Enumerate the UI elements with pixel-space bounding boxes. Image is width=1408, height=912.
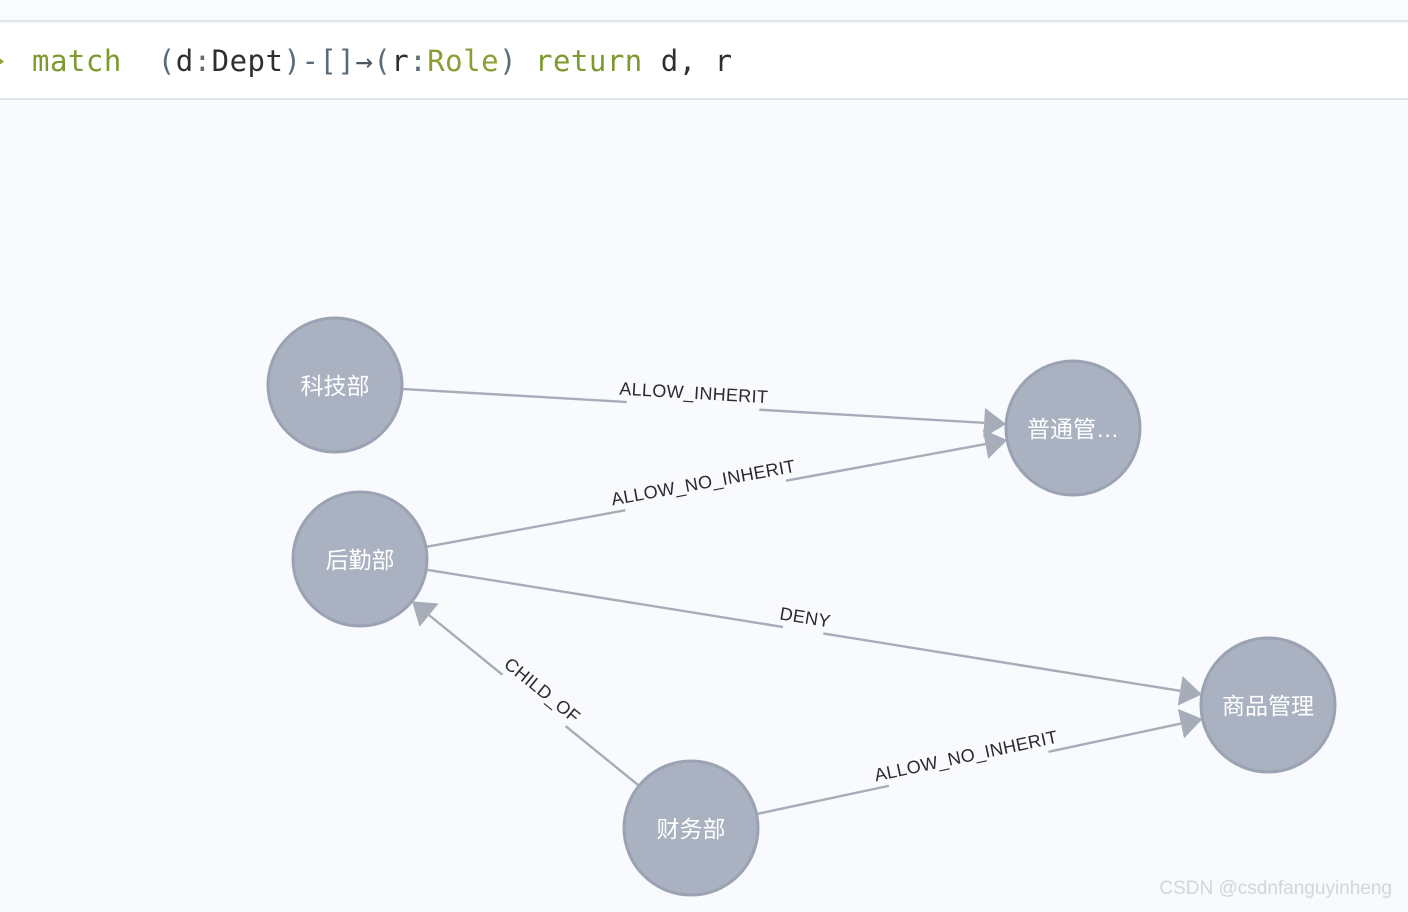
graph-node[interactable]: 科技部 xyxy=(266,316,404,454)
graph-relationship[interactable]: ALLOW_NO_INHERIT xyxy=(756,708,1203,816)
graph-node[interactable]: 商品管理 xyxy=(1199,636,1337,774)
node-circle[interactable] xyxy=(1199,636,1337,774)
watermark: CSDN @csdnfanguyinheng xyxy=(1159,878,1392,899)
node-circle[interactable] xyxy=(291,490,429,628)
query-token-8: → xyxy=(355,43,374,78)
query-token-17: d, r xyxy=(660,43,733,78)
play-arrow-icon[interactable] xyxy=(0,24,14,98)
relationship-label-backdrop xyxy=(622,463,787,515)
query-editor-bar[interactable]: match (d:Dept)-[]→(r:Role) return d, r xyxy=(0,24,1408,100)
relationship-label-backdrop xyxy=(885,734,1050,790)
query-token-10: r xyxy=(391,43,410,78)
query-token-9: ( xyxy=(373,43,392,78)
query-token-0: match xyxy=(32,43,122,78)
relationship-label: CHILD_OF xyxy=(500,654,584,728)
relationship-arrowhead xyxy=(982,429,1008,459)
graph-relationship[interactable]: ALLOW_NO_INHERIT xyxy=(425,429,1008,549)
graph-relationship[interactable]: DENY xyxy=(425,568,1202,706)
relationship-label-backdrop xyxy=(626,384,761,414)
graph-relationship[interactable]: ALLOW_INHERIT xyxy=(401,379,1007,438)
query-input[interactable]: match (d:Dept)-[]→(r:Role) return d, r xyxy=(14,43,733,78)
query-token-4: : xyxy=(193,43,212,78)
query-token-14 xyxy=(517,44,535,78)
node-circle[interactable] xyxy=(622,759,760,897)
graph-node[interactable]: 普通管… xyxy=(1004,359,1142,497)
query-token-1 xyxy=(122,44,158,78)
query-token-15: return xyxy=(535,43,643,78)
query-token-6: ) xyxy=(283,43,302,78)
relationship-arrowhead xyxy=(1177,708,1203,739)
top-strip xyxy=(0,0,1408,22)
query-token-16 xyxy=(643,44,661,78)
node-circle[interactable] xyxy=(1004,359,1142,497)
graph-relationship[interactable]: CHILD_OF xyxy=(411,601,640,787)
query-token-2: ( xyxy=(157,43,176,78)
query-token-12: Role xyxy=(427,43,500,78)
graph-node[interactable]: 后勤部 xyxy=(291,490,429,628)
query-token-7: -[] xyxy=(301,43,356,78)
query-token-5: Dept xyxy=(211,43,284,78)
query-token-3: d xyxy=(175,43,194,78)
graph-node[interactable]: 财务部 xyxy=(622,759,760,897)
query-token-13: ) xyxy=(499,43,518,78)
relationship-label-backdrop xyxy=(782,609,827,638)
relationship-arrowhead xyxy=(1177,676,1202,706)
node-circle[interactable] xyxy=(266,316,404,454)
graph-visualization[interactable]: ALLOW_INHERITALLOW_NO_INHERITDENYCHILD_O… xyxy=(0,100,1408,912)
relationship-arrowhead xyxy=(983,407,1007,438)
query-token-11: : xyxy=(409,43,428,78)
relationship-label-backdrop xyxy=(499,660,578,730)
relationship-arrowhead xyxy=(411,601,439,627)
